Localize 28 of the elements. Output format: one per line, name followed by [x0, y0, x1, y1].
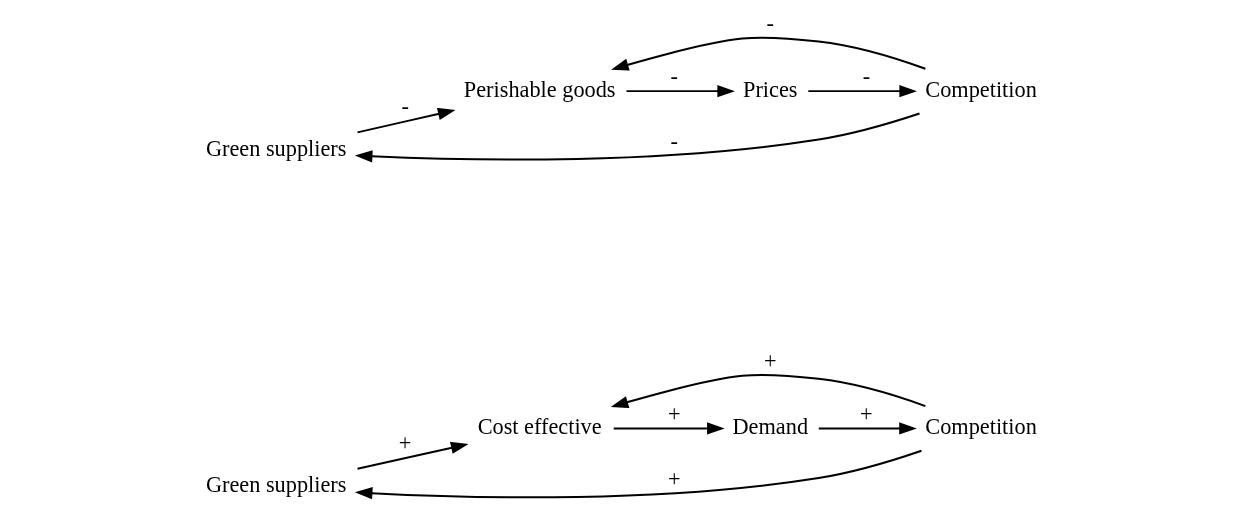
- node-text: Prices: [742, 76, 798, 102]
- arrow: [356, 107, 456, 134]
- arrow: [610, 373, 926, 409]
- edge-label: -: [669, 64, 678, 90]
- arrow: [806, 84, 917, 98]
- arrow: [612, 422, 725, 435]
- arrow: [625, 84, 735, 98]
- arrow: [356, 441, 468, 470]
- node-text: Demand: [732, 413, 808, 439]
- edge-label: +: [398, 429, 411, 455]
- edge-label: +: [667, 401, 680, 427]
- edge-label: -: [766, 10, 774, 36]
- edge-label: -: [400, 93, 409, 119]
- arrow: [610, 36, 926, 71]
- edge-label: -: [669, 128, 678, 154]
- arrow: [354, 112, 920, 163]
- node-text: Cost effective: [477, 413, 602, 439]
- node-text: Competition: [924, 76, 1037, 102]
- node-text: Green suppliers: [205, 472, 346, 498]
- edge-label: +: [667, 465, 680, 491]
- arrow: [817, 422, 917, 435]
- node-text: Perishable goods: [463, 76, 616, 102]
- node-text: Green suppliers: [205, 136, 346, 162]
- edge-label: -: [862, 64, 870, 90]
- edge-label: +: [859, 401, 873, 427]
- edge-label: +: [763, 348, 777, 374]
- node-text: Competition: [924, 413, 1037, 439]
- arrow: [354, 449, 922, 500]
